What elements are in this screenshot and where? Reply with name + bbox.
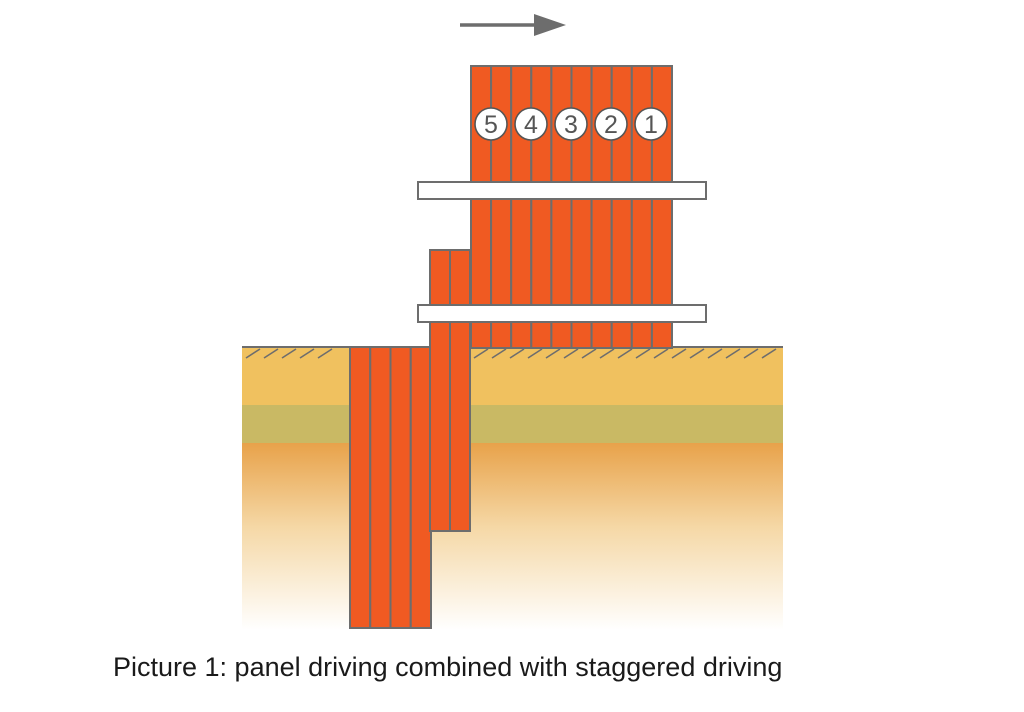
sheet-pile-strip [349,346,372,629]
sheet-pile-strip [409,346,432,629]
ground-hatch-mark [617,348,633,359]
upper-guide-frame [417,181,707,200]
ground-hatch-mark [689,348,705,359]
pile-number-badge: 1 [634,107,668,141]
ground-hatch-mark [653,348,669,359]
sheet-piles-driven [349,346,432,629]
ground-hatch-mark [725,348,741,359]
ground-hatch-mark [299,348,315,359]
pile-number-text: 1 [644,111,658,139]
soil-middle-layer [242,405,783,443]
ground-hatch-mark [761,348,777,359]
ground-hatch-mark [491,348,507,359]
pile-number-text: 3 [564,111,578,139]
pile-number-badge: 4 [514,107,548,141]
pile-number-badge: 2 [594,107,628,141]
ground-hatch-mark [707,348,723,359]
pile-number-text: 4 [524,111,538,139]
pile-number-badge: 5 [474,107,508,141]
ground-hatch-mark [743,348,759,359]
sheet-piles-partially-driven [429,249,471,532]
ground-hatch-mark [599,348,615,359]
pile-number-text: 2 [604,111,618,139]
sheet-pile-strip [369,346,392,629]
ground-hatch-mark [527,348,543,359]
ground-hatch-mark [635,348,651,359]
pile-number-badge: 3 [554,107,588,141]
ground-hatch-mark [563,348,579,359]
soil [242,346,783,630]
pile-number-text: 5 [484,111,498,139]
ground-hatch-mark [317,348,333,359]
lower-guide-frame [417,304,707,323]
sheet-pile-strip [429,249,451,532]
ground-hatch-mark [545,348,561,359]
ground-hatching [245,348,777,359]
figure-caption: Picture 1: panel driving combined with s… [113,652,783,682]
arrow-right-icon [460,14,566,36]
ground-hatch-mark [263,348,279,359]
ground-hatch-mark [509,348,525,359]
soil-deep-layer [242,443,783,630]
ground-hatch-mark [281,348,297,359]
sheet-pile-strip [449,249,471,532]
ground-hatch-mark [473,348,489,359]
ground-hatch-mark [671,348,687,359]
ground-hatch-mark [245,348,261,359]
ground-hatch-mark [581,348,597,359]
sheet-pile-strip [389,346,412,629]
